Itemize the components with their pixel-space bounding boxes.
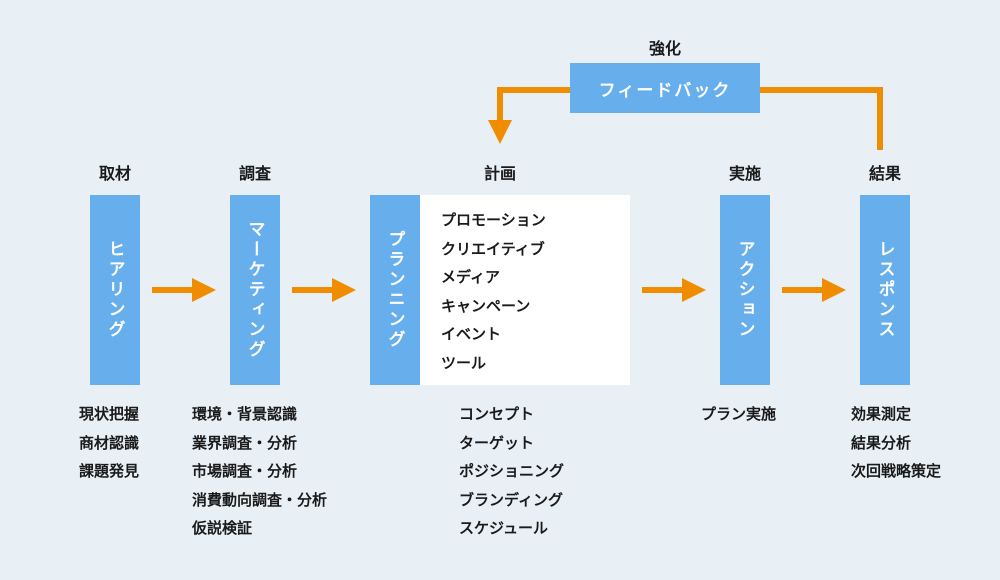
- stage-items-execution: プラン実施: [701, 400, 776, 429]
- list-item: ツール: [441, 353, 487, 372]
- stage-items-result: 効果測定 結果分析 次回戦略策定: [851, 400, 941, 486]
- planning-panel: プロモーション クリエイティブ メディア キャンペーン イベント ツール: [420, 195, 630, 385]
- stage-bar-label: レスポンス: [874, 240, 895, 340]
- list-item: コンセプト: [459, 405, 535, 423]
- list-item: 市場調査・分析: [192, 462, 298, 480]
- list-item: 商材認識: [79, 433, 140, 452]
- list-item: 結果分析: [851, 433, 912, 452]
- list-item: 現状把握: [79, 405, 140, 423]
- list-item: 次回戦略策定: [851, 462, 942, 480]
- list-item: ブランディング: [459, 490, 563, 509]
- stage-heading-plan: 計画: [483, 164, 516, 183]
- stage-items-interview: 現状把握 商材認識 課題発見: [79, 400, 139, 486]
- stage-bar-planning: プランニング: [370, 195, 420, 385]
- list-item: キャンペーン: [441, 296, 531, 315]
- list-item: 消費動向調査・分析: [192, 490, 328, 509]
- stage-bar-label: アクション: [734, 240, 755, 340]
- stage-heading-research: 調査: [238, 164, 271, 183]
- stage-bar-label: プランニング: [384, 230, 405, 350]
- stage-bar-hearing: ヒアリング: [90, 195, 140, 385]
- list-item: 環境・背景認識: [192, 405, 298, 423]
- stage-heading-execution: 実施: [728, 164, 761, 183]
- stage-bar-label: マーケティング: [244, 220, 265, 360]
- stage-bar-action: アクション: [720, 195, 770, 385]
- stage-bar-label: ヒアリング: [104, 240, 125, 340]
- list-item: プラン実施: [701, 405, 777, 423]
- list-item: クリエイティブ: [441, 239, 545, 258]
- list-item: 効果測定: [851, 405, 912, 423]
- list-item: メディア: [441, 268, 500, 286]
- list-item: スケジュール: [459, 519, 548, 537]
- list-item: ターゲット: [459, 433, 535, 452]
- list-item: プロモーション: [441, 211, 546, 229]
- stage-items-plan: コンセプト ターゲット ポジショニング ブランディング スケジュール: [459, 400, 564, 543]
- list-item: イベント: [441, 325, 502, 343]
- list-item: ポジショニング: [459, 462, 565, 480]
- feedback-box: フィードバック: [570, 63, 760, 113]
- planning-panel-items: プロモーション クリエイティブ メディア キャンペーン イベント ツール: [441, 206, 546, 377]
- stage-bar-marketing: マーケティング: [230, 195, 280, 385]
- feedback-heading: 強化: [648, 39, 681, 58]
- list-item: 課題発見: [79, 462, 140, 480]
- stage-items-research: 環境・背景認識 業界調査・分析 市場調査・分析 消費動向調査・分析 仮説検証: [192, 400, 327, 543]
- list-item: 仮説検証: [192, 519, 253, 537]
- stage-heading-result: 結果: [868, 164, 901, 183]
- stage-bar-response: レスポンス: [860, 195, 910, 385]
- list-item: 業界調査・分析: [192, 433, 298, 452]
- stage-heading-interview: 取材: [98, 164, 131, 183]
